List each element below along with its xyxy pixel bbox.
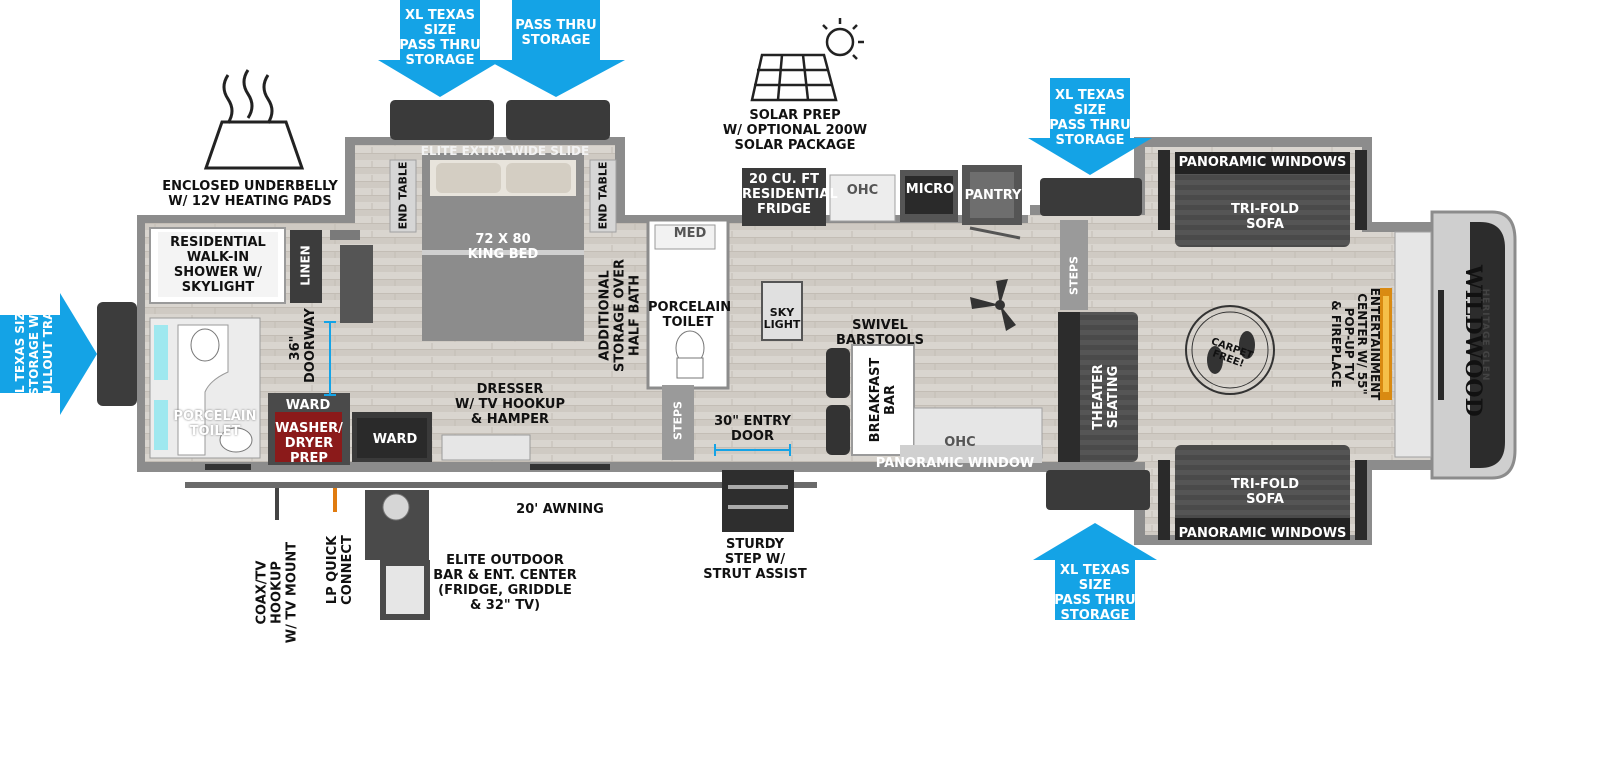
trifold-top-label: TRI-FOLD SOFA bbox=[1230, 202, 1300, 232]
brand-sub-logo: HERITAGE GLEN bbox=[1480, 288, 1490, 382]
solar-panel-icon bbox=[750, 18, 864, 102]
panoramic-windows-bottom-label: PANORAMIC WINDOWS bbox=[1178, 526, 1347, 541]
ohc-bottom-label: OHC bbox=[944, 435, 976, 450]
fridge bbox=[742, 168, 826, 226]
lp-quick-label: LP QUICK CONNECT bbox=[325, 535, 355, 605]
trifold-sofa-top bbox=[1175, 152, 1350, 247]
skylight bbox=[761, 281, 803, 341]
linen-label: LINEN bbox=[298, 245, 313, 286]
xl-storage-left-label: XL TEXAS SIZE STORAGE W/ PULLOUT TRAY bbox=[13, 303, 55, 403]
steps-left-label: STEPS bbox=[671, 401, 685, 440]
fridge-label: 20 CU. FT RESIDENTIAL FRIDGE bbox=[742, 172, 838, 217]
xl-storage-top-right-label: XL TEXAS SIZE PASS THRU STORAGE bbox=[1049, 88, 1131, 148]
swivel-barstools-label: SWIVEL BARSTOOLS bbox=[836, 318, 924, 348]
skylight-label: SKY LIGHT bbox=[763, 306, 801, 331]
porcelain-toilet-left-label: PORCELAIN TOILET bbox=[173, 409, 257, 439]
coax-label: COAX/TV HOOKUP W/ TV MOUNT bbox=[254, 541, 300, 644]
porcelain-toilet-right-label: PORCELAIN TOILET bbox=[648, 300, 732, 330]
ohc-top-label: OHC bbox=[846, 183, 879, 198]
storage-box-top-3 bbox=[1040, 178, 1142, 216]
enclosed-underbelly-label: ENCLOSED UNDERBELLY W/ 12V HEATING PADS bbox=[162, 179, 338, 209]
additional-storage-label: ADDITIONAL STORAGE OVER HALF BATH bbox=[597, 258, 643, 373]
outdoor-bar-label: ELITE OUTDOOR BAR & ENT. CENTER (FRIDGE,… bbox=[433, 553, 577, 613]
arrow-xl-storage-left bbox=[0, 293, 97, 415]
dresser-label: DRESSER W/ TV HOOKUP & HAMPER bbox=[455, 382, 565, 427]
end-table-left-label: END TABLE bbox=[396, 161, 410, 230]
trifold-bottom-label: TRI-FOLD SOFA bbox=[1230, 477, 1300, 507]
storage-box-top-1 bbox=[390, 100, 494, 140]
heating-icon bbox=[203, 69, 305, 170]
elite-slide-label: ELITE EXTRA-WIDE SLIDE bbox=[420, 144, 590, 158]
carpet-free-badge bbox=[1185, 305, 1275, 395]
arrow-xl-storage-top-left bbox=[378, 0, 502, 97]
ward-left-label: WARD bbox=[285, 398, 331, 413]
solar-prep-label: SOLAR PREP W/ OPTIONAL 200W SOLAR PACKAG… bbox=[722, 108, 868, 153]
xl-storage-top-left-label: XL TEXAS SIZE PASS THRU STORAGE bbox=[399, 8, 481, 68]
panoramic-windows-top-label: PANORAMIC WINDOWS bbox=[1178, 155, 1347, 170]
theater-seating-label: THEATER SEATING bbox=[1091, 364, 1121, 430]
doorway-label: 36" DOORWAY bbox=[288, 308, 318, 383]
micro-label: MICRO bbox=[905, 182, 955, 197]
ward-bottom-label: WARD bbox=[372, 432, 418, 447]
awning bbox=[530, 464, 610, 470]
entertainment-label: ENTERTAINMENT CENTER W/ 55" POP-UP TV & … bbox=[1329, 287, 1382, 401]
ceiling-fan bbox=[970, 279, 1016, 331]
sturdy-step bbox=[722, 470, 794, 532]
breakfast-bar-label: BREAKFAST BAR bbox=[868, 357, 898, 443]
storage-box-top-2 bbox=[506, 100, 610, 140]
steps-right-label: STEPS bbox=[1067, 256, 1081, 295]
breakfast-bar bbox=[851, 344, 915, 456]
dresser bbox=[441, 434, 531, 461]
panoramic-window-mid-label: PANORAMIC WINDOW bbox=[875, 456, 1035, 471]
linen-cabinet bbox=[290, 230, 322, 303]
trifold-sofa-bottom bbox=[1175, 445, 1350, 540]
end-table-right-label: END TABLE bbox=[596, 161, 610, 230]
pantry-label: PANTRY bbox=[964, 188, 1022, 203]
rear-storage-box bbox=[97, 302, 137, 406]
med-label: MED bbox=[673, 226, 707, 241]
residential-shower-label: RESIDENTIAL WALK-IN SHOWER W/ SKYLIGHT bbox=[170, 235, 266, 295]
xl-storage-bottom-right-label: XL TEXAS SIZE PASS THRU STORAGE bbox=[1054, 563, 1136, 623]
awning-label: 20' AWNING bbox=[516, 502, 604, 517]
arrow-xl-storage-bottom-right bbox=[1033, 523, 1157, 620]
entertainment-center bbox=[1394, 231, 1432, 458]
king-bed-label: 72 X 80 KING BED bbox=[467, 232, 539, 262]
sturdy-step-label: STURDY STEP W/ STRUT ASSIST bbox=[703, 537, 807, 582]
arrow-xl-storage-top-right bbox=[1028, 78, 1152, 175]
storage-box-bottom-3 bbox=[1046, 470, 1150, 510]
entry-door-label: 30" ENTRY DOOR bbox=[714, 414, 791, 444]
arrow-pass-thru-top bbox=[487, 0, 625, 97]
washer-dryer-label: WASHER/ DRYER PREP bbox=[275, 421, 343, 466]
pass-thru-top-label: PASS THRU STORAGE bbox=[515, 18, 597, 48]
